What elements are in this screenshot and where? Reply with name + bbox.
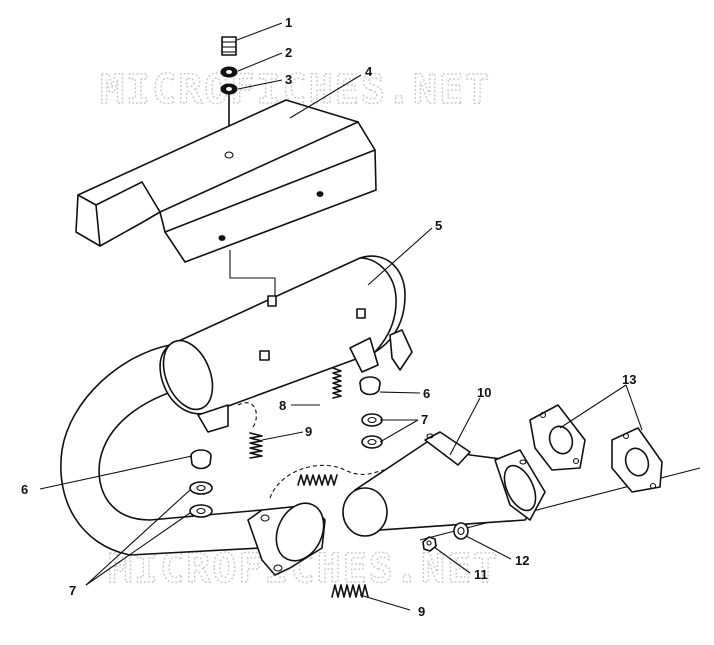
callout-2: 2 <box>285 45 292 60</box>
nut <box>422 536 437 552</box>
callout-11: 11 <box>474 567 488 582</box>
leader-lines <box>39 22 643 611</box>
callout-12: 12 <box>515 553 529 568</box>
callout-6-lower: 6 <box>21 482 28 497</box>
callout-13: 13 <box>622 372 636 387</box>
washers-upper <box>361 413 383 449</box>
muffler-outlet-flange <box>247 502 326 576</box>
exhaust-manifold <box>342 431 546 537</box>
spring-8 <box>332 367 342 399</box>
gasket-right <box>611 427 663 493</box>
grommet-lower <box>190 449 212 470</box>
washers-lower <box>189 481 213 518</box>
muffler-body <box>159 255 413 433</box>
callout-3: 3 <box>285 72 292 87</box>
callout-7-lower: 7 <box>69 583 76 598</box>
callout-9-upper: 9 <box>305 424 312 439</box>
heat-shield <box>75 99 377 263</box>
callout-5: 5 <box>435 218 442 233</box>
callout-8: 8 <box>279 398 286 413</box>
callout-4: 4 <box>365 64 373 79</box>
callout-10: 10 <box>477 385 491 400</box>
washer-12 <box>453 522 469 540</box>
spring-9-mid <box>269 464 386 499</box>
exhaust-pipe <box>60 344 263 556</box>
callout-1: 1 <box>285 15 292 30</box>
grommet-upper <box>359 376 381 396</box>
callout-9-lower: 9 <box>418 604 425 619</box>
spring-9-upper <box>249 432 263 459</box>
spring-9-lower <box>331 584 369 598</box>
callout-7-upper: 7 <box>421 412 428 427</box>
callout-6-upper: 6 <box>423 386 430 401</box>
gasket-left <box>529 404 586 471</box>
